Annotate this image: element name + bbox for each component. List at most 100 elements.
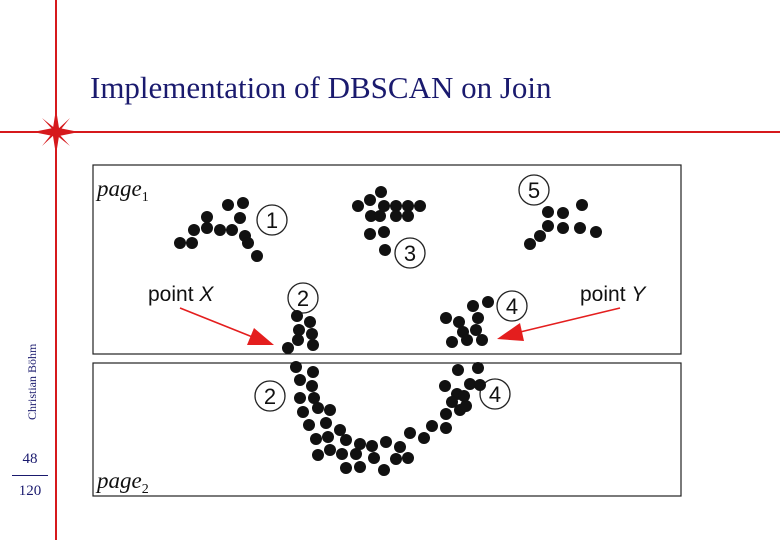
data-point [378, 200, 390, 212]
data-point [188, 224, 200, 236]
data-point [354, 461, 366, 473]
data-point [340, 434, 352, 446]
data-point [524, 238, 536, 250]
data-point [336, 448, 348, 460]
data-point [292, 334, 304, 346]
data-point [378, 464, 390, 476]
data-point [294, 374, 306, 386]
star-ornament-icon [33, 109, 79, 155]
data-point [307, 339, 319, 351]
data-point [234, 212, 246, 224]
data-point [394, 441, 406, 453]
point-x-annotation: point X [148, 283, 274, 345]
data-point [440, 312, 452, 324]
data-point [304, 316, 316, 328]
data-point [293, 324, 305, 336]
data-point [439, 380, 451, 392]
data-point [308, 392, 320, 404]
data-point [379, 244, 391, 256]
svg-text:point Y: point Y [580, 283, 647, 306]
data-point [452, 364, 464, 376]
data-point [464, 378, 476, 390]
data-point [461, 334, 473, 346]
data-point [590, 226, 602, 238]
cluster-marker-2: 2 [287, 282, 319, 314]
data-point [251, 250, 263, 262]
cluster-marker-1: 1 [256, 204, 288, 236]
data-point [282, 342, 294, 354]
data-point [291, 310, 303, 322]
data-point [534, 230, 546, 242]
data-point [375, 186, 387, 198]
data-point [378, 226, 390, 238]
data-point [340, 462, 352, 474]
point-y-annotation: point Y [497, 283, 647, 341]
data-point [312, 402, 324, 414]
svg-text:2: 2 [297, 286, 309, 311]
page2-box [92, 362, 682, 497]
data-point [312, 449, 324, 461]
data-point [482, 296, 494, 308]
svg-text:5: 5 [528, 178, 540, 203]
data-point [426, 420, 438, 432]
data-point [290, 361, 302, 373]
svg-text:4: 4 [506, 294, 518, 319]
cluster-marker-4: 4 [496, 290, 528, 322]
svg-text:4: 4 [489, 382, 501, 407]
svg-text:1: 1 [266, 208, 278, 233]
data-point [470, 324, 482, 336]
data-point [186, 237, 198, 249]
data-point [364, 228, 376, 240]
data-point [414, 200, 426, 212]
data-point [390, 453, 402, 465]
data-point [226, 224, 238, 236]
data-point [366, 440, 378, 452]
data-point [354, 438, 366, 450]
vertical-accent-line [55, 0, 57, 540]
page-total: 120 [18, 483, 42, 499]
data-point [418, 432, 430, 444]
data-point [440, 422, 452, 434]
svg-text:2: 2 [264, 384, 276, 409]
data-point [402, 452, 414, 464]
data-point [390, 210, 402, 222]
cluster-marker-4: 4 [479, 378, 511, 410]
cluster-marker-5: 5 [518, 174, 550, 206]
data-point [237, 197, 249, 209]
data-point [440, 408, 452, 420]
data-point [472, 312, 484, 324]
data-point [297, 406, 309, 418]
data-point [214, 224, 226, 236]
data-point [365, 210, 377, 222]
data-point [402, 210, 414, 222]
data-point [380, 436, 392, 448]
data-point [310, 433, 322, 445]
cluster-marker-3: 3 [394, 237, 426, 269]
data-point [350, 448, 362, 460]
data-point [368, 452, 380, 464]
svg-text:point X: point X [148, 283, 214, 306]
data-point [574, 222, 586, 234]
data-point [542, 206, 554, 218]
data-point [320, 417, 332, 429]
data-point [352, 200, 364, 212]
data-point [303, 419, 315, 431]
data-point [322, 431, 334, 443]
data-point [542, 220, 554, 232]
data-point [324, 444, 336, 456]
data-point [474, 379, 486, 391]
slide-title: Implementation of DBSCAN on Join [90, 70, 552, 105]
data-point [201, 222, 213, 234]
data-point [364, 194, 376, 206]
data-point [242, 237, 254, 249]
data-point [576, 199, 588, 211]
data-point [222, 199, 234, 211]
page-number: 48 [22, 451, 38, 467]
data-point [446, 396, 458, 408]
data-point [306, 328, 318, 340]
page2-label: page2 [95, 468, 149, 497]
page-number-divider [12, 475, 48, 476]
data-point [460, 400, 472, 412]
data-point [472, 362, 484, 374]
